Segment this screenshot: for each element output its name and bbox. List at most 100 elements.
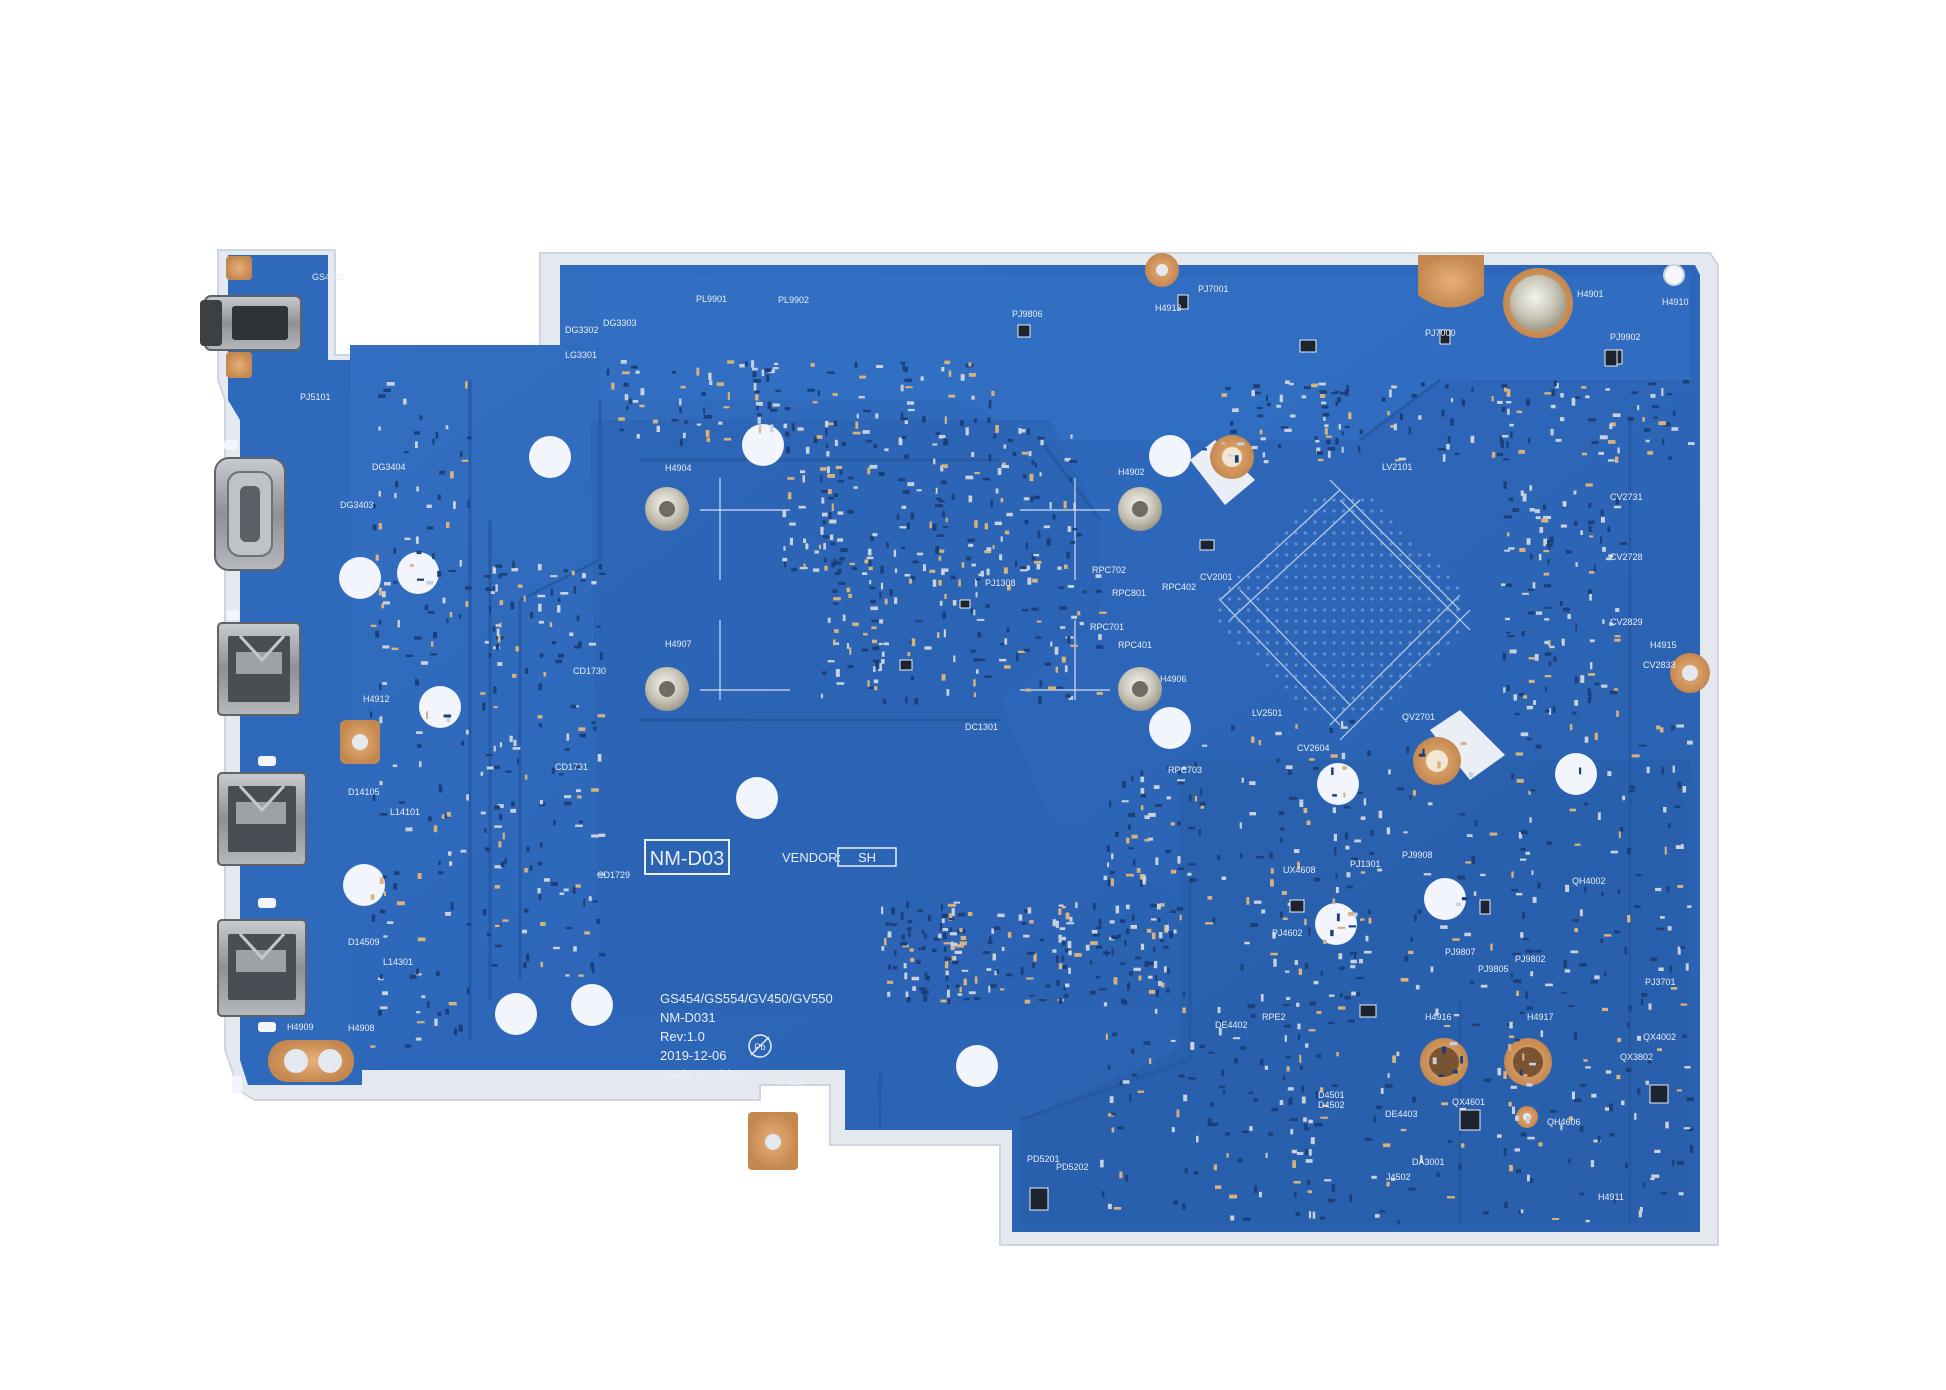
smd-part: [409, 974, 417, 979]
smd-part: [789, 522, 796, 526]
smd-part: [1450, 398, 1453, 403]
smd-part: [466, 923, 472, 926]
smd-part: [1497, 1067, 1501, 1076]
smd-part: [835, 669, 840, 677]
smd-part: [869, 464, 878, 469]
smd-part: [1278, 811, 1285, 816]
smd-part: [1037, 436, 1045, 440]
bga-pad: [1417, 663, 1422, 667]
smd-part: [1311, 383, 1318, 388]
smd-part: [1107, 1064, 1111, 1070]
bga-pad: [1294, 575, 1298, 579]
smd-part: [370, 711, 372, 718]
smd-part: [1422, 748, 1425, 756]
smd-part: [1276, 758, 1280, 763]
smd-part: [1160, 903, 1165, 907]
bga-pad: [1303, 509, 1308, 513]
smd-part: [1544, 675, 1552, 678]
smd-part: [786, 446, 790, 454]
smd-part: [943, 629, 946, 638]
smd-part: [529, 865, 533, 871]
smd-part: [1470, 435, 1475, 443]
smd-part: [1550, 1109, 1557, 1113]
ic-chip: [899, 659, 913, 671]
ic-chip: [1459, 1109, 1481, 1131]
smd-part: [1503, 1148, 1507, 1156]
smd-part: [1304, 963, 1309, 969]
smd-part: [416, 550, 422, 555]
smd-part: [950, 941, 955, 950]
smd-part: [1387, 1073, 1390, 1078]
smd-part: [775, 389, 781, 393]
bga-pad: [1313, 696, 1317, 700]
smd-part: [1124, 939, 1127, 946]
smd-part: [611, 382, 615, 390]
smd-part: [1354, 839, 1361, 843]
smd-part: [820, 693, 823, 699]
smd-part: [631, 365, 638, 369]
smd-part: [862, 430, 870, 434]
smd-part: [879, 591, 882, 599]
smd-part: [826, 466, 830, 474]
smd-part: [1516, 410, 1523, 414]
smd-part: [935, 432, 941, 435]
smd-part: [1489, 832, 1498, 836]
bga-pad: [1332, 674, 1336, 678]
smd-part: [946, 984, 949, 992]
smd-part: [493, 765, 500, 769]
smd-part: [1543, 515, 1551, 519]
smd-part: [1285, 765, 1293, 769]
smd-part: [1127, 824, 1131, 830]
smd-part: [1587, 688, 1591, 696]
smd-part: [1095, 589, 1102, 593]
smd-part: [1304, 918, 1307, 926]
smd-part: [948, 913, 953, 921]
board-info-line1: GS454/GS554/GV450/GV550: [660, 991, 833, 1006]
smd-part: [825, 443, 828, 449]
smd-part: [1052, 949, 1057, 953]
smd-part: [853, 486, 858, 489]
smd-part: [416, 1011, 421, 1014]
smd-part: [1655, 887, 1662, 892]
smd-part: [465, 381, 468, 389]
smd-part: [1188, 863, 1196, 866]
smd-part: [932, 523, 937, 531]
model-box-text: NM-D03: [650, 848, 724, 870]
smd-part: [1117, 934, 1121, 939]
bga-pad: [1332, 597, 1336, 601]
smd-part: [1156, 903, 1161, 910]
smd-part: [947, 957, 954, 961]
smd-part: [1504, 1201, 1508, 1209]
bga-pad: [1332, 498, 1336, 502]
smd-part: [941, 674, 946, 681]
smd-part: [1408, 1187, 1416, 1191]
smd-part: [1140, 943, 1145, 950]
smd-part: [942, 510, 945, 518]
smd-part: [1349, 720, 1356, 724]
smd-part: [1528, 657, 1535, 660]
smd-part: [1575, 396, 1581, 399]
smd-part: [1672, 765, 1675, 773]
smd-part: [909, 578, 912, 584]
bga-pad: [1341, 707, 1346, 711]
smd-part: [1095, 645, 1104, 649]
smd-part: [618, 417, 625, 421]
smd-part: [419, 415, 423, 420]
smd-part: [1676, 724, 1684, 728]
smd-part: [597, 754, 602, 762]
smd-part: [433, 825, 438, 833]
smd-part: [426, 711, 429, 720]
smd-part: [1515, 752, 1523, 756]
smd-part: [1026, 565, 1030, 571]
smd-part: [1004, 638, 1008, 645]
smd-part: [417, 937, 426, 942]
smd-part: [1585, 1066, 1591, 1069]
smd-part: [1232, 1037, 1241, 1040]
smd-part: [1237, 1158, 1243, 1163]
smd-part: [636, 434, 640, 439]
smd-part: [1161, 982, 1165, 988]
bga-pad: [1341, 586, 1346, 590]
bga-pad: [1275, 641, 1279, 645]
smd-part: [821, 497, 825, 504]
bga-pad: [1322, 575, 1327, 579]
